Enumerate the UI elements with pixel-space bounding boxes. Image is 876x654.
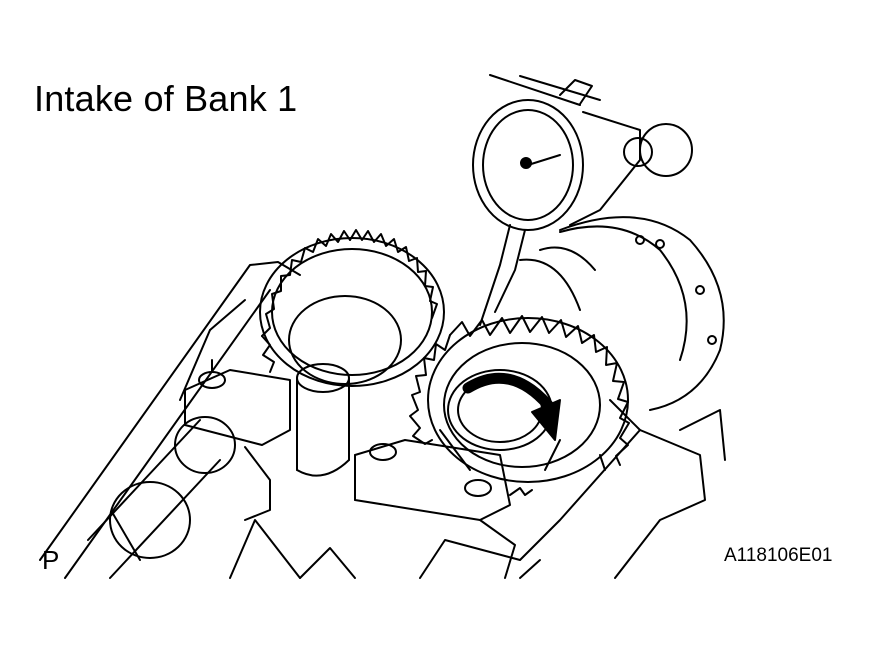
right-bearing-cap: [354, 439, 533, 579]
corner-mark: P: [42, 545, 60, 575]
background-details: [299, 409, 726, 579]
rotation-arrow-icon: [462, 372, 561, 441]
intake-camshaft-gear-icon: [409, 315, 630, 483]
exhaust-camshaft-gear-icon: [259, 229, 445, 387]
cylinder-head-outline: [39, 261, 706, 579]
spark-plug-tube-icon: [296, 363, 350, 477]
diagram-title: Intake of Bank 1: [34, 78, 298, 119]
dial-indicator-icon: [472, 74, 693, 326]
figure-code: A118106E01: [724, 545, 833, 566]
rear-camshaft-icon: [87, 416, 236, 579]
front-cover: [519, 216, 725, 411]
left-bearing-cap: [184, 359, 291, 521]
